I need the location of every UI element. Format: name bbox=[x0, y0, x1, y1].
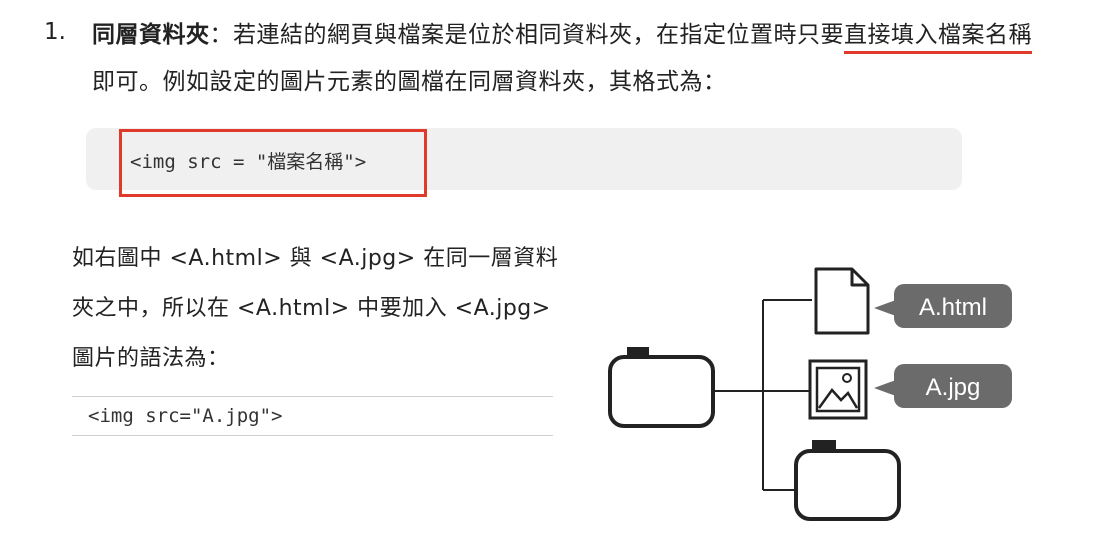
label-a-html-text: A.html bbox=[919, 294, 987, 321]
label-a-jpg: A.jpg bbox=[874, 364, 1012, 408]
tag-a-jpg-2: <A.jpg> bbox=[454, 296, 551, 321]
text-4: 中要加入 bbox=[349, 296, 455, 321]
highlight-box bbox=[119, 129, 427, 197]
parent-folder-icon bbox=[608, 347, 715, 428]
underlined-emphasis: 直接填入檔案名稱 bbox=[844, 22, 1032, 48]
code-block-syntax: <img src = "檔案名稱"> bbox=[86, 128, 962, 190]
text-before: 若連結的網頁與檔案是位於相同資料夾，在指定位置時只要 bbox=[233, 22, 844, 48]
label-a-jpg-text: A.jpg bbox=[926, 374, 981, 401]
text-1: 如右圖中 bbox=[72, 246, 170, 271]
file-icon bbox=[814, 267, 870, 335]
text-3: 在同一層資料夾之中，所以在 bbox=[72, 246, 559, 321]
folder-diagram: A.html A.jpg bbox=[608, 267, 1012, 521]
item-title: 同層資料夾 bbox=[92, 22, 210, 48]
image-file-icon bbox=[808, 359, 868, 420]
code-syntax-text: <img src = "檔案名稱"> bbox=[130, 151, 367, 173]
tag-a-jpg: <A.jpg> bbox=[319, 246, 416, 271]
paragraph-same-folder: 同層資料夾：若連結的網頁與檔案是位於相同資料夾，在指定位置時只要直接填入檔案名稱… bbox=[92, 12, 1052, 106]
code-block-example: <img src="A.jpg"> bbox=[72, 396, 553, 436]
label-a-html: A.html bbox=[874, 284, 1012, 328]
text-after: 即可。例如設定的圖片元素的圖檔在同層資料夾，其格式為： bbox=[92, 69, 727, 95]
title-separator: ： bbox=[209, 22, 233, 48]
list-number: 1. bbox=[44, 19, 66, 45]
sub-folder-icon bbox=[794, 440, 901, 521]
tag-a-html-2: <A.html> bbox=[237, 296, 350, 321]
paragraph-example: 如右圖中 <A.html> 與 <A.jpg> 在同一層資料夾之中，所以在 <A… bbox=[72, 234, 562, 384]
code-example-text: <img src="A.jpg"> bbox=[88, 405, 283, 427]
text-2: 與 bbox=[282, 246, 320, 271]
text-5: 圖片的語法為： bbox=[72, 346, 230, 371]
tag-a-html: <A.html> bbox=[169, 246, 283, 271]
